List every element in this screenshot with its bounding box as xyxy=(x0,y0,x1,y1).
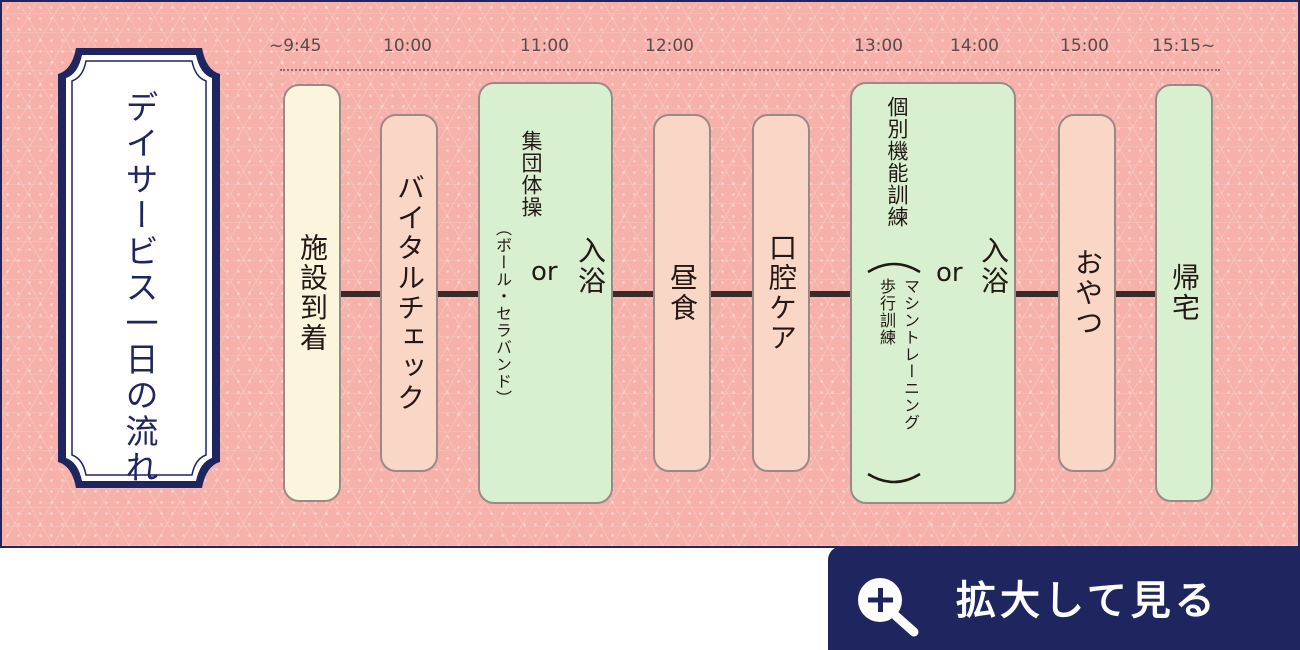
step-snack: おやつ xyxy=(1058,114,1116,472)
step-label: 昼食 xyxy=(666,263,699,323)
timeline-dotted-line xyxy=(280,69,1220,71)
individual-note-walking: 歩行訓練 xyxy=(877,278,896,346)
step-arrival: 施設到着 xyxy=(283,84,341,502)
time-label: 11:00 xyxy=(520,36,569,56)
schedule-panel: デイサービス 一日の流れ ~9:45 10:00 11:00 12:00 13:… xyxy=(0,0,1300,548)
or-label: or xyxy=(531,257,558,287)
exercise-block: 集団体操 （ボール・セラバンド） xyxy=(490,130,546,407)
zoom-in-icon[interactable] xyxy=(848,568,928,640)
step-oral-care: 口腔ケア xyxy=(752,114,810,472)
individual-note-machine: マシントレーニング xyxy=(901,278,920,431)
bath-label: 入浴 xyxy=(977,236,1010,296)
title-card: デイサービス 一日の流れ xyxy=(54,40,224,496)
time-label: ~9:45 xyxy=(269,36,322,56)
bath-label: 入浴 xyxy=(574,236,607,296)
step-label: 口腔ケア xyxy=(765,233,798,353)
title-line-2: 一日の流れ xyxy=(120,306,159,486)
time-label: 15:00 xyxy=(1060,36,1109,56)
title-frame xyxy=(58,48,220,488)
group-exercise-note: （ボール・セラバンド） xyxy=(493,220,512,407)
flow-connector xyxy=(332,291,1162,297)
step-label: 帰宅 xyxy=(1168,263,1201,323)
step-training-or-bath: 個別機能訓練 マシントレーニング 歩行訓練 or 入浴 xyxy=(850,82,1016,504)
step-return-home: 帰宅 xyxy=(1155,84,1213,502)
step-vital-check: バイタルチェック xyxy=(380,114,438,472)
title-text: デイサービス 一日の流れ xyxy=(54,40,224,496)
zoom-button-label[interactable]: 拡大して見る xyxy=(956,578,1219,624)
time-label: 13:00 xyxy=(854,36,903,56)
step-label: おやつ xyxy=(1071,248,1104,338)
bracket-icon xyxy=(867,262,921,484)
zoom-button[interactable] xyxy=(828,546,1300,650)
or-label: or xyxy=(936,258,963,288)
time-label: 10:00 xyxy=(383,36,432,56)
step-label: バイタルチェック xyxy=(393,173,426,413)
individual-training-label: 個別機能訓練 xyxy=(885,96,909,228)
time-label: 12:00 xyxy=(645,36,694,56)
step-label: 施設到着 xyxy=(296,233,329,353)
title-line-1: デイサービス xyxy=(120,90,159,306)
group-exercise-label: 集団体操 xyxy=(519,130,543,218)
step-exercise-or-bath: 集団体操 （ボール・セラバンド） or 入浴 xyxy=(478,82,613,504)
time-label: 15:15~ xyxy=(1152,36,1216,56)
step-lunch: 昼食 xyxy=(653,114,711,472)
time-label: 14:00 xyxy=(950,36,999,56)
